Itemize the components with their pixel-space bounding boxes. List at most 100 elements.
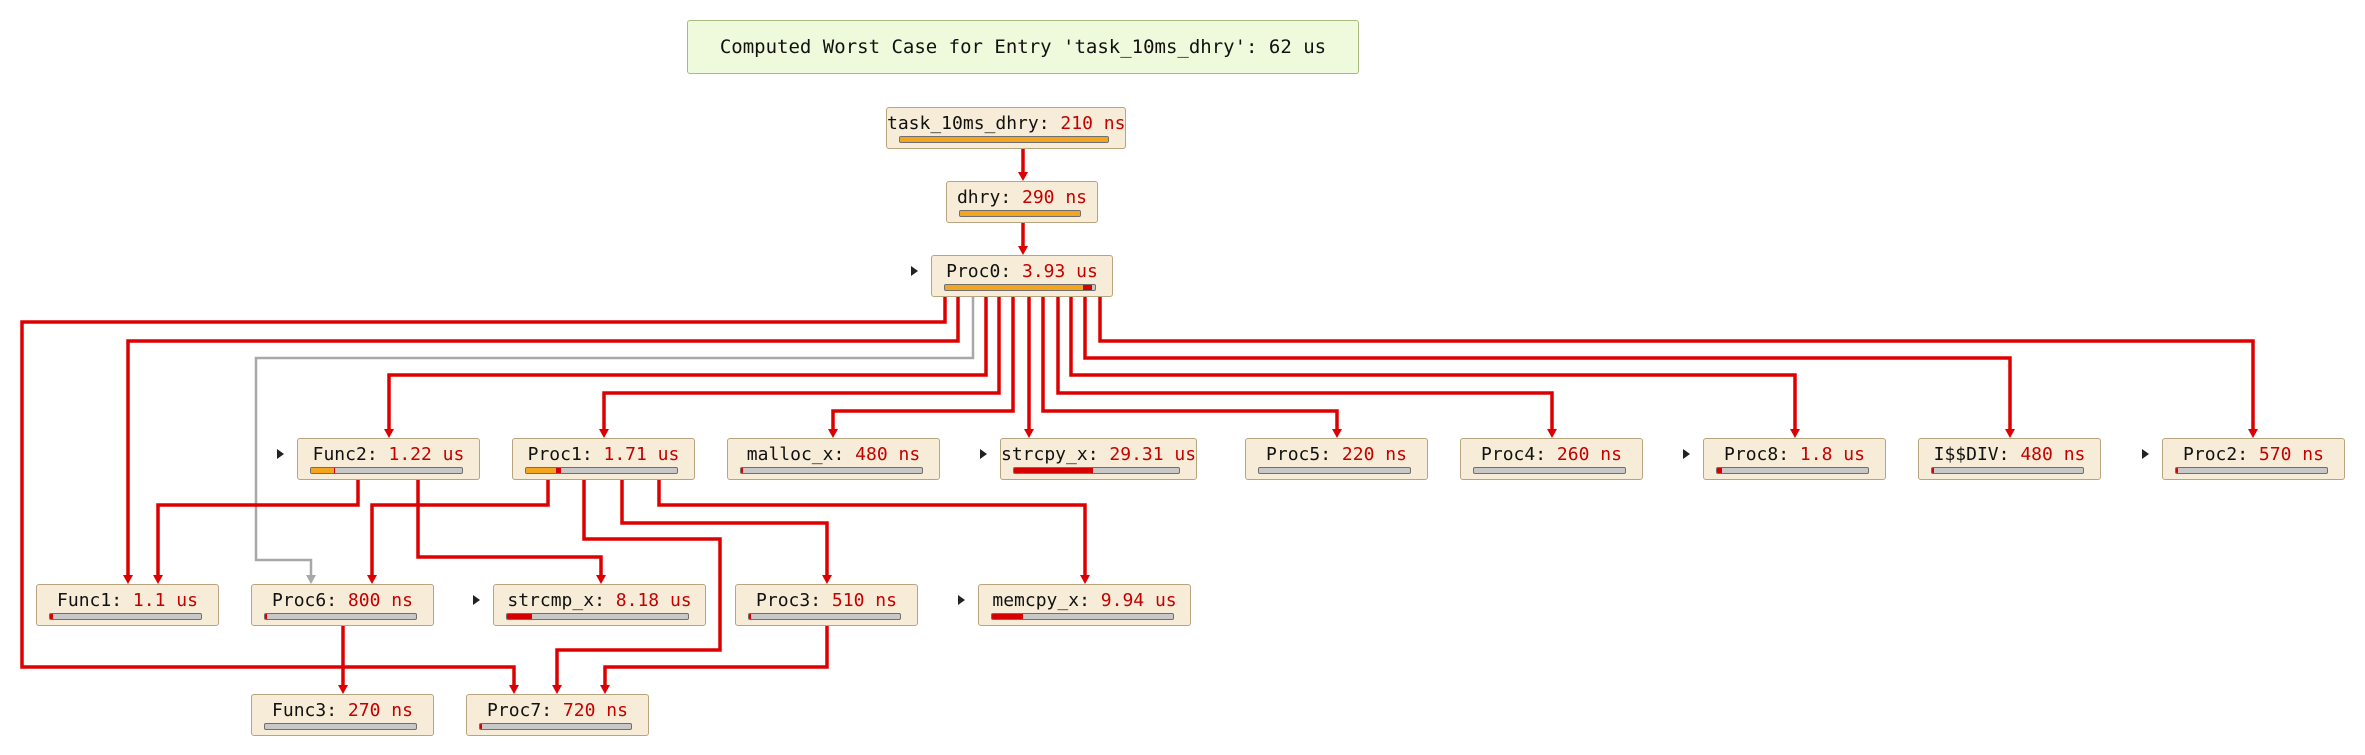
- edge-arrowhead: [338, 685, 348, 694]
- time-share-bar: [310, 467, 463, 474]
- edge-proc0-to-proc1: [599, 297, 1001, 438]
- expand-triangle-icon[interactable]: [473, 595, 480, 605]
- node-proc1[interactable]: Proc1: 1.71 us: [512, 438, 695, 480]
- function-time: 510 ns: [831, 590, 897, 611]
- edge-proc0-to-proc4: [1056, 297, 1557, 438]
- edge-line: [603, 626, 829, 687]
- label-separator: :: [1000, 187, 1022, 208]
- edge-proc1-to-proc7: [552, 480, 722, 694]
- function-name: Proc1: [527, 444, 582, 465]
- edge-line: [370, 480, 550, 577]
- function-name: Func3: [272, 700, 327, 721]
- node-label: Proc6: 800 ns: [252, 590, 433, 611]
- node-label: Proc7: 720 ns: [467, 700, 648, 721]
- node-label: Func1: 1.1 us: [37, 590, 218, 611]
- expand-triangle-icon[interactable]: [980, 449, 987, 459]
- function-time: 1.22 us: [388, 444, 465, 465]
- callee-time-fill: [1932, 468, 1934, 473]
- node-proc3[interactable]: Proc3: 510 ns: [735, 584, 918, 626]
- node-label: task_10ms_dhry: 210 ns: [887, 113, 1125, 134]
- expand-triangle-icon[interactable]: [911, 266, 918, 276]
- function-name: Proc6: [272, 590, 327, 611]
- node-proc6[interactable]: Proc6: 800 ns: [251, 584, 434, 626]
- node-proc8[interactable]: Proc8: 1.8 us: [1703, 438, 1886, 480]
- time-share-bar: [1473, 467, 1626, 474]
- function-time: 480 ns: [855, 444, 921, 465]
- node-func3[interactable]: Func3: 270 ns: [251, 694, 434, 736]
- label-separator: :: [1320, 444, 1342, 465]
- edge-arrowhead: [306, 575, 316, 584]
- label-separator: :: [594, 590, 616, 611]
- node-proc2[interactable]: Proc2: 570 ns: [2162, 438, 2345, 480]
- time-share-bar: [479, 723, 632, 730]
- function-time: 8.18 us: [615, 590, 692, 611]
- callee-time-fill: [2176, 468, 2178, 473]
- label-separator: :: [541, 700, 563, 721]
- node-label: malloc_x: 480 ns: [728, 444, 939, 465]
- label-separator: :: [581, 444, 604, 465]
- self-time-fill: [526, 468, 557, 473]
- node-label: Proc1: 1.71 us: [513, 444, 694, 465]
- node-memcpy_x[interactable]: memcpy_x: 9.94 us: [978, 584, 1191, 626]
- edge-line: [387, 297, 988, 431]
- edge-func2-to-func1: [153, 480, 360, 584]
- function-time: 1.1 us: [132, 590, 198, 611]
- time-share-bar: [1931, 467, 2084, 474]
- node-proc5[interactable]: Proc5: 220 ns: [1245, 438, 1428, 480]
- edge-proc0-to-func2: [384, 297, 988, 438]
- function-name: Proc3: [756, 590, 811, 611]
- callee-time-fill: [1083, 285, 1092, 290]
- worst-case-banner: Computed Worst Case for Entry 'task_10ms…: [687, 20, 1359, 74]
- function-name: malloc_x: [746, 444, 834, 465]
- node-task_10ms_dhry[interactable]: task_10ms_dhry: 210 ns: [886, 107, 1126, 149]
- edge-line: [555, 480, 722, 687]
- edge-line: [657, 480, 1087, 577]
- edge-proc0-to-malloc_x: [828, 297, 1015, 438]
- callee-time-fill: [265, 614, 267, 619]
- node-dhry[interactable]: dhry: 290 ns: [946, 181, 1098, 223]
- function-time: 9.94 us: [1100, 590, 1177, 611]
- function-name: Func1: [57, 590, 112, 611]
- function-name: task_10ms_dhry: [887, 113, 1039, 134]
- edge-line: [126, 297, 960, 577]
- function-name: dhry: [956, 187, 1001, 208]
- label-separator: :: [1778, 444, 1800, 465]
- expand-triangle-icon[interactable]: [958, 595, 965, 605]
- edge-proc0-to-proc2: [1098, 297, 2258, 438]
- expand-triangle-icon[interactable]: [1683, 449, 1690, 459]
- function-time: 720 ns: [562, 700, 628, 721]
- expand-triangle-icon[interactable]: [277, 449, 284, 459]
- node-proc0[interactable]: Proc0: 3.93 us: [931, 255, 1113, 297]
- node-proc7[interactable]: Proc7: 720 ns: [466, 694, 649, 736]
- edge-line: [1056, 297, 1554, 431]
- function-name: Proc0: [946, 261, 1001, 282]
- node-malloc_x[interactable]: malloc_x: 480 ns: [727, 438, 940, 480]
- node-label: Proc8: 1.8 us: [1704, 444, 1885, 465]
- time-share-bar: [899, 136, 1109, 143]
- node-proc4[interactable]: Proc4: 260 ns: [1460, 438, 1643, 480]
- edge-line: [416, 480, 603, 577]
- node-label: I$$DIV: 480 ns: [1919, 444, 2100, 465]
- function-name: memcpy_x: [992, 590, 1080, 611]
- edge-line: [1083, 297, 2012, 431]
- node-func2[interactable]: Func2: 1.22 us: [297, 438, 480, 480]
- node-label: Func3: 270 ns: [252, 700, 433, 721]
- function-time: 3.93 us: [1022, 261, 1098, 282]
- node-func1[interactable]: Func1: 1.1 us: [36, 584, 219, 626]
- time-share-bar: [1258, 467, 1411, 474]
- node-strcpy_x[interactable]: strcpy_x: 29.31 us: [1000, 438, 1197, 480]
- edge-line: [1041, 297, 1339, 431]
- edge-arrowhead: [367, 575, 377, 584]
- edge-proc0-to-idiv: [1083, 297, 2015, 438]
- label-separator: :: [1000, 261, 1022, 282]
- callee-time-fill: [992, 614, 1023, 619]
- function-time: 260 ns: [1556, 444, 1622, 465]
- node-strcmp_x[interactable]: strcmp_x: 8.18 us: [493, 584, 706, 626]
- expand-triangle-icon[interactable]: [2142, 449, 2149, 459]
- node-idiv[interactable]: I$$DIV: 480 ns: [1918, 438, 2101, 480]
- callee-time-fill: [50, 614, 54, 619]
- edge-func2-to-strcmp_x: [416, 480, 606, 584]
- node-label: strcmp_x: 8.18 us: [494, 590, 705, 611]
- label-separator: :: [1079, 590, 1101, 611]
